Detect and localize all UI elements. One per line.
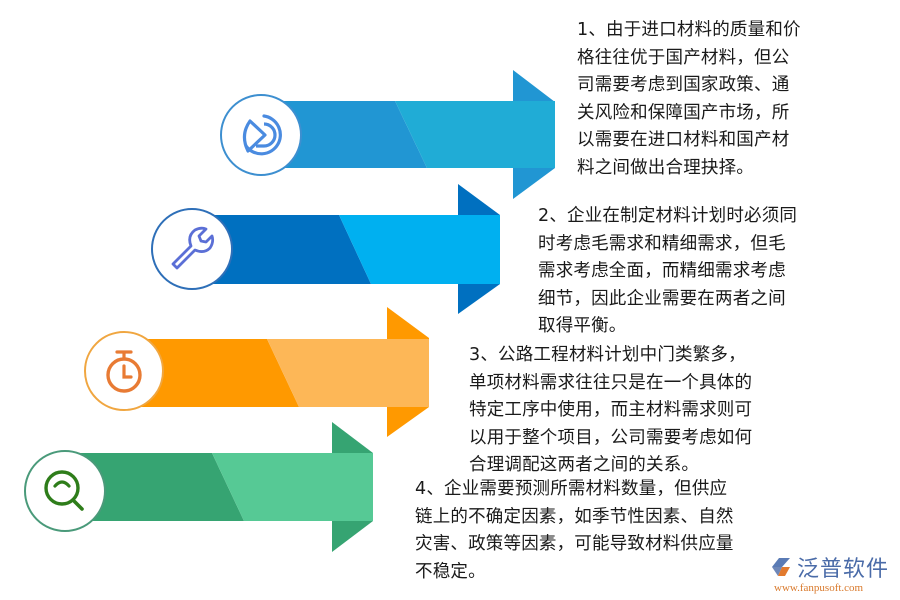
watermark-logo: 泛普软件 www.fanpusoft.com [770, 551, 895, 596]
wrench-icon [171, 226, 215, 270]
arrow-4 [80, 422, 373, 552]
item-1-text: 1、由于进口材料的质量和价 格往往优于国产材料，但公 司需要考虑到国家政策、通 … [577, 20, 801, 178]
icon-circle-1 [220, 94, 302, 176]
magnifier-icon [44, 470, 84, 511]
icon-circle-2 [151, 208, 233, 290]
item-2-text: 2、企业在制定材料计划时必须同 时考虑毛需求和精细需求，但毛 需求考虑全面，而精… [538, 206, 798, 336]
arrow-2 [195, 184, 500, 314]
watermark-url: www.fanpusoft.com [774, 582, 864, 594]
item-3-text: 3、公路工程材料计划中门类繁多， 单项材料需求往往只是在一个具体的 特定工序中使… [469, 345, 753, 475]
fanpu-logo-icon [772, 558, 790, 576]
stopwatch-icon [106, 350, 142, 393]
icon-circle-4 [24, 450, 106, 532]
arrow-3 [130, 307, 429, 437]
arrow-1 [258, 70, 555, 199]
icon-circle-3 [84, 331, 164, 411]
item-4-text: 4、企业需要预测所需材料数量，但供应 链上的不确定因素，如季节性因素、自然 灾害… [415, 479, 734, 582]
pie-chart-icon [242, 114, 282, 156]
watermark-name: 泛普软件 [797, 557, 890, 582]
